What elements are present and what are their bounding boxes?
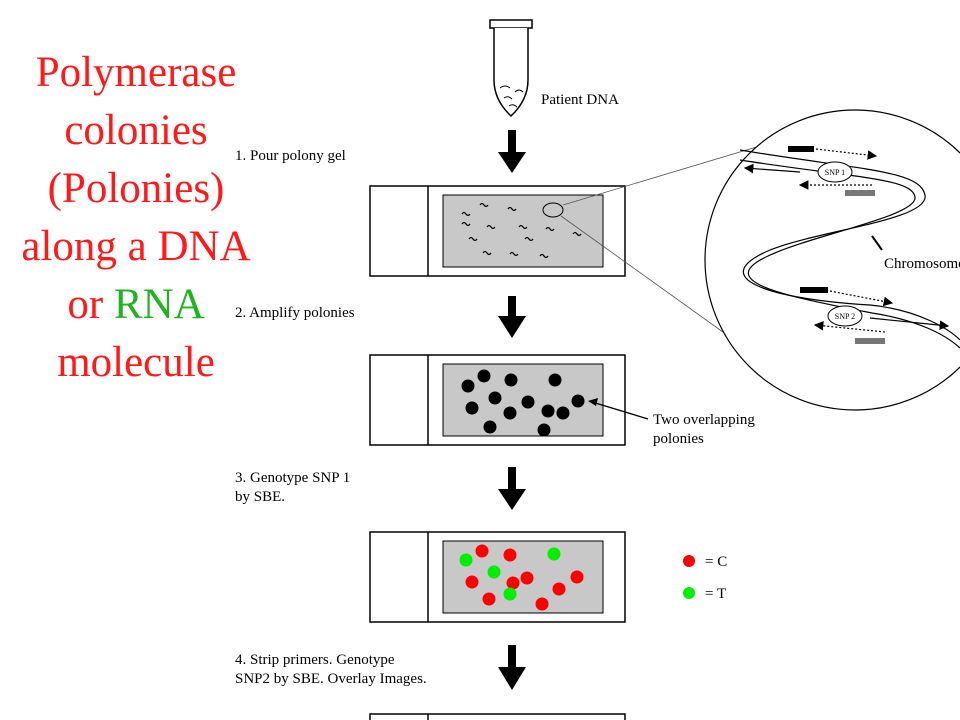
down-arrow-icon	[498, 645, 526, 690]
dna-fragment	[524, 236, 534, 242]
down-arrow-icon	[498, 130, 526, 173]
gel-slide-1	[369, 185, 626, 277]
polony	[503, 406, 517, 420]
dna-fragment	[507, 206, 517, 212]
gel-slide-4	[369, 713, 626, 720]
gel-slide-2	[369, 354, 626, 446]
step-3-label-line2: by SBE.	[235, 489, 285, 505]
dna-fragment	[572, 231, 582, 237]
polony-c	[465, 575, 479, 589]
down-arrow-icon	[498, 467, 526, 510]
dna-fragment	[461, 221, 471, 227]
down-arrow-icon	[498, 296, 526, 338]
polony	[556, 406, 570, 420]
polony-c	[475, 544, 489, 558]
polony	[541, 404, 555, 418]
title-block: Polymerase colonies (Polonies) along a D…	[0, 44, 272, 392]
title-or: or	[67, 281, 104, 328]
dna-fragment	[509, 251, 519, 257]
polony	[483, 420, 497, 434]
legend-t-label: = T	[705, 586, 726, 602]
polony	[521, 395, 535, 409]
polony-c	[503, 548, 517, 562]
polony-c	[506, 576, 520, 590]
patient-dna-label: Patient DNA	[541, 92, 619, 108]
polony	[571, 394, 585, 408]
dna-fragment	[482, 250, 492, 256]
highlight-circle	[542, 202, 564, 218]
polony-c	[482, 592, 496, 606]
legend-c-label: = C	[705, 554, 727, 570]
polony	[488, 391, 502, 405]
polony-c	[552, 582, 566, 596]
polony-t	[503, 587, 517, 601]
legend-t-dot	[683, 587, 695, 599]
overlap-pointer	[591, 401, 649, 420]
polony	[537, 423, 551, 437]
gel-slide-3	[369, 531, 626, 623]
polony-c	[520, 571, 534, 585]
title-rna: RNA	[113, 281, 205, 328]
dna-fragment	[461, 211, 471, 217]
snp2-label: SNP 2	[835, 312, 855, 321]
polony-t	[547, 547, 561, 561]
polony-t	[487, 565, 501, 579]
step-4-label-line2: SNP2 by SBE. Overlay Images.	[235, 671, 427, 687]
polony	[461, 379, 475, 393]
test-tube-icon	[489, 19, 533, 118]
legend: = C = T	[683, 554, 727, 602]
polony	[548, 373, 562, 387]
dna-fragment	[545, 226, 555, 232]
chromosome-label: Chromosome	[884, 256, 960, 272]
title-line-5: or RNA	[0, 276, 272, 334]
legend-c-dot	[683, 555, 695, 567]
title-line-2: colonies	[64, 107, 208, 154]
step-3-label-line1: 3. Genotype SNP 1	[235, 470, 350, 486]
polony-c	[570, 570, 584, 584]
dna-fragment	[479, 202, 489, 208]
polony	[504, 373, 518, 387]
snp1-label: SNP 1	[825, 168, 845, 177]
step-4-label-line1: 4. Strip primers. Genotype	[235, 652, 395, 668]
dna-fragment	[468, 236, 478, 242]
title-line-1: Polymerase	[35, 49, 237, 96]
title-line-3: (Polonies)	[47, 165, 225, 212]
polony	[465, 401, 479, 415]
overlap-label-line1: Two overlapping	[653, 412, 755, 428]
overlap-label-line2: polonies	[653, 431, 704, 447]
zoom-line	[560, 215, 749, 351]
step-2-label: 2. Amplify polonies	[235, 305, 355, 321]
dna-fragment	[486, 224, 496, 230]
title-line-6: molecule	[57, 339, 215, 386]
step-1-label: 1. Pour polony gel	[235, 148, 346, 164]
zoom-circle: SNP 1 SNP 2	[704, 109, 960, 411]
dna-fragment	[539, 253, 549, 259]
polony	[477, 369, 491, 383]
polony-c	[535, 597, 549, 611]
title-line-4: along a DNA	[21, 223, 251, 270]
dna-fragment	[518, 224, 528, 230]
polony-t	[459, 553, 473, 567]
